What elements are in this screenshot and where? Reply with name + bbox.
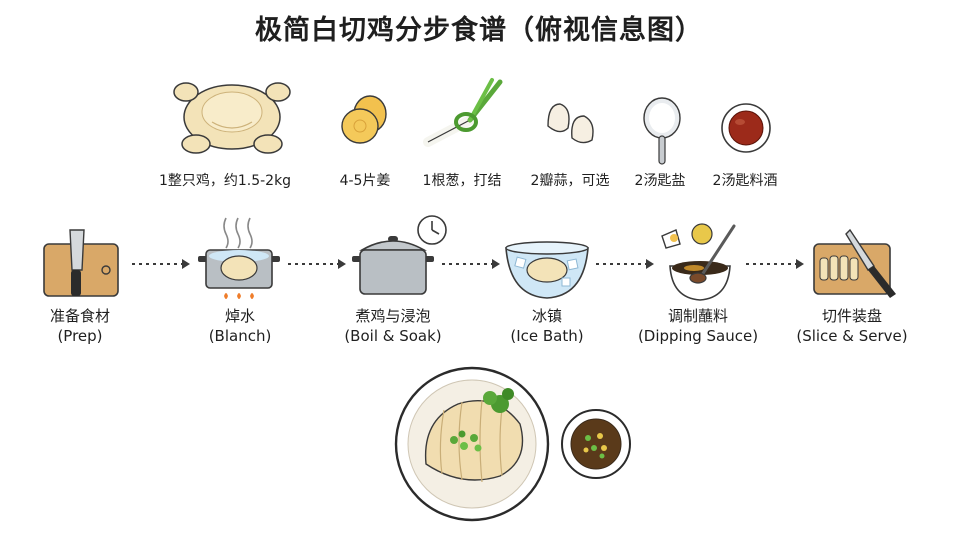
ingredient-garlic bbox=[542, 98, 602, 148]
final-dish bbox=[0, 360, 958, 533]
ingredient-label: 2汤匙盐 bbox=[634, 173, 686, 189]
scallion-knot-icon bbox=[423, 78, 503, 147]
step-title-en: (Boil & Soak) bbox=[344, 327, 442, 345]
step-label: 切件装盘 (Slice & Serve) bbox=[782, 306, 922, 346]
dipping-sauce-bowl-icon bbox=[561, 409, 631, 479]
ice-bath-bowl-icon bbox=[505, 241, 589, 299]
step-title-en: (Blanch) bbox=[208, 327, 272, 345]
ingredient-scallion bbox=[420, 76, 510, 156]
step-title-en: (Prep) bbox=[57, 327, 103, 345]
step-label: 准备食材 (Prep) bbox=[10, 306, 150, 346]
pot-timer-icon bbox=[352, 215, 447, 295]
step-title-zh: 切件装盘 bbox=[821, 307, 882, 325]
dotted-arrow-icon bbox=[746, 259, 804, 269]
step-title-zh: 冰镇 bbox=[531, 307, 562, 325]
step-title-zh: 准备食材 bbox=[49, 307, 110, 325]
step-title-zh: 调制蘸料 bbox=[667, 307, 728, 325]
sauce-mixing-bowl-icon bbox=[661, 223, 736, 301]
ingredient-chicken bbox=[172, 62, 292, 162]
step-label: 焯水 (Blanch) bbox=[170, 306, 310, 346]
salt-spoon-icon bbox=[643, 97, 681, 165]
ingredients-row: 1整只鸡，约1.5-2kg 4-5片姜 1根葱，打结 2瓣蒜，可选 bbox=[0, 62, 958, 192]
blanching-pot-icon bbox=[198, 217, 280, 299]
step-title-en: (Ice Bath) bbox=[510, 327, 584, 345]
ingredient-label: 2瓣蒜，可选 bbox=[530, 173, 610, 189]
page-title: 极简白切鸡分步食谱（俯视信息图） bbox=[255, 15, 703, 46]
ingredient-label: 2汤匙料酒 bbox=[712, 173, 778, 189]
ingredient-salt bbox=[640, 96, 684, 166]
step-label: 调制蘸料 (Dipping Sauce) bbox=[628, 306, 768, 346]
ginger-slices-icon bbox=[341, 95, 387, 144]
ingredient-label: 4-5片姜 bbox=[339, 173, 391, 189]
cooking-wine-bowl-icon bbox=[721, 103, 771, 153]
step-label: 煮鸡与浸泡 (Boil & Soak) bbox=[323, 306, 463, 346]
ingredient-wine bbox=[718, 100, 774, 156]
ingredient-label: 1整只鸡，约1.5-2kg bbox=[158, 173, 292, 189]
ingredient-ginger bbox=[334, 92, 398, 148]
dotted-arrow-icon bbox=[596, 259, 654, 269]
step-title-en: (Slice & Serve) bbox=[796, 327, 908, 345]
whole-chicken-icon bbox=[173, 82, 291, 154]
step-label: 冰镇 (Ice Bath) bbox=[477, 306, 617, 346]
step-title-zh: 焯水 bbox=[224, 307, 255, 325]
dotted-arrow-icon bbox=[442, 259, 500, 269]
dotted-arrow-icon bbox=[288, 259, 346, 269]
sliced-chicken-plate-icon bbox=[394, 366, 550, 522]
dotted-arrow-icon bbox=[132, 259, 190, 269]
step-title-zh: 煮鸡与浸泡 bbox=[355, 307, 431, 325]
steps-row: 准备食材 (Prep) 焯水 (Blanch) bbox=[0, 210, 958, 360]
step-title-en: (Dipping Sauce) bbox=[637, 327, 759, 345]
slicing-board-icon bbox=[813, 228, 896, 298]
cutting-board-knife-icon bbox=[43, 229, 119, 297]
garlic-cloves-icon bbox=[547, 103, 594, 144]
ingredient-label: 1根葱，打结 bbox=[422, 173, 502, 189]
